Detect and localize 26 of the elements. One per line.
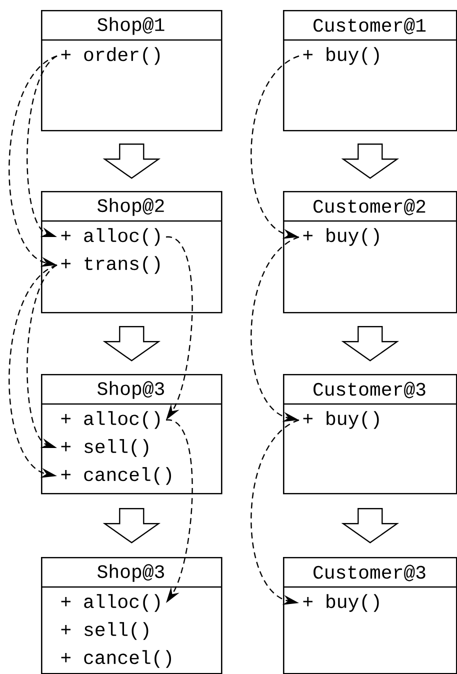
block-arrow: [341, 326, 400, 362]
arrow: [26, 56, 58, 237]
arrow: [8, 264, 58, 478]
method-label: + sell(): [61, 622, 148, 640]
method-label: + order(): [61, 47, 160, 65]
method-label: + alloc(): [61, 594, 160, 612]
block-arrow: [102, 326, 161, 362]
block-arrow: [102, 144, 161, 179]
arrow: [250, 55, 300, 239]
method-label: + cancel(): [61, 650, 171, 668]
method-label: + cancel(): [61, 467, 171, 485]
method-label: + sell(): [61, 439, 148, 457]
method-label: + alloc(): [61, 411, 160, 429]
method-label: + buy(): [303, 47, 379, 65]
block-arrow: [341, 144, 400, 179]
arrow: [250, 236, 300, 422]
method-label: + buy(): [303, 411, 379, 429]
method-label: + alloc(): [61, 228, 160, 246]
method-label: + buy(): [303, 594, 379, 612]
method-label: + trans(): [61, 256, 160, 274]
arrow: [250, 419, 300, 605]
arrow: [26, 264, 58, 448]
method-label: + buy(): [303, 228, 379, 246]
arrow: [8, 55, 58, 267]
block-arrow: [341, 508, 400, 544]
block-arrow: [102, 508, 161, 544]
